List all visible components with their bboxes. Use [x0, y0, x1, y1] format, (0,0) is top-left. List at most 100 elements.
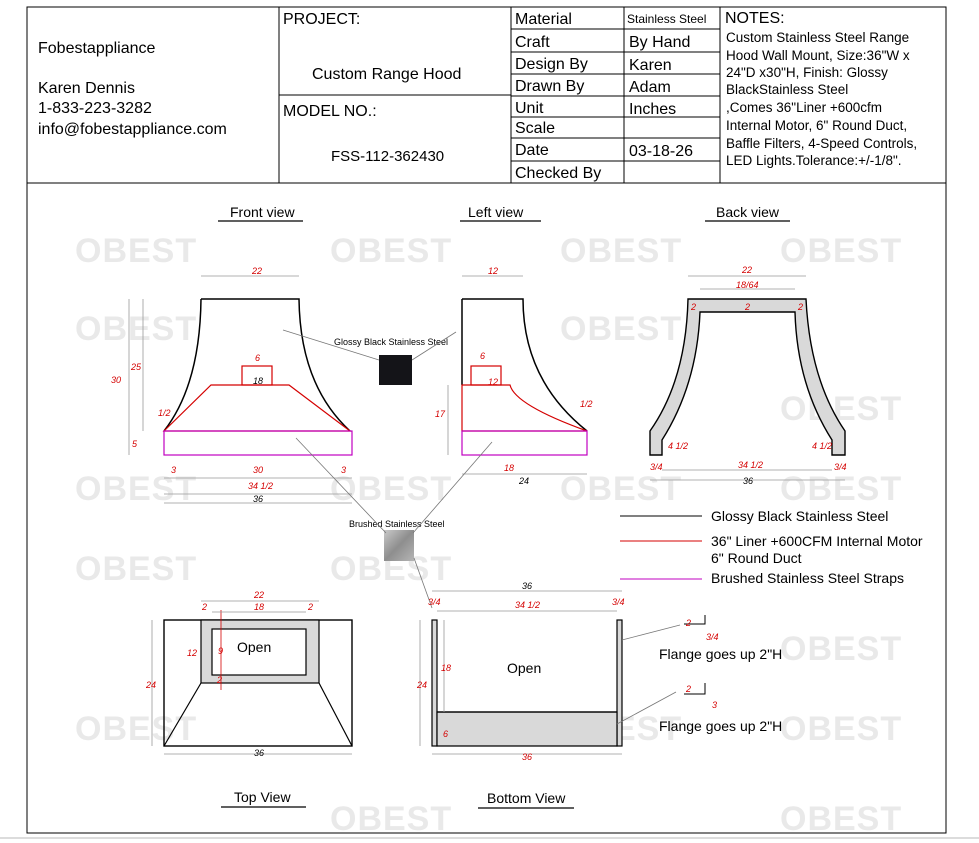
contact-phone: 1-833-223-3282: [38, 100, 152, 117]
bottom-panel: [436, 711, 618, 747]
notes-line: LED Lights.Tolerance:+/-1/8".: [726, 153, 902, 168]
dim-label: 3/4: [650, 462, 663, 472]
left-duct: [470, 365, 502, 386]
dim-label: 3/4: [612, 597, 625, 607]
bottom-left-flange: [431, 619, 438, 747]
company-name: Fobestappliance: [38, 40, 156, 57]
dim-label: 3/4: [706, 632, 719, 642]
front-hood-right-curve: [201, 298, 351, 432]
legend-label: Brushed Stainless Steel Straps: [711, 570, 904, 586]
watermark-text: OBEST: [75, 310, 197, 348]
dim-label: 25: [130, 362, 142, 372]
back-view-title: Back view: [716, 204, 780, 220]
front-duct: [241, 365, 273, 386]
dim-label: 2: [744, 302, 750, 312]
notes-line: Baffle Filters, 4-Speed Controls,: [726, 136, 917, 151]
dim-label: 36: [522, 752, 532, 762]
top-view-title: Top View: [234, 789, 291, 805]
dim-label: 2: [216, 675, 222, 685]
notes-line: Hood Wall Mount, Size:36"W x: [726, 48, 910, 63]
dim-label: 18: [441, 663, 451, 673]
dim-label: 2: [307, 602, 313, 612]
glossy-swatch: [379, 355, 412, 385]
callouts: Glossy Black Stainless Steel Brushed Sta…: [282, 329, 493, 609]
dim-label: 6: [443, 729, 448, 739]
row-label-material: Material: [515, 11, 572, 28]
dim-label: 34 1/2: [738, 460, 763, 470]
watermark-text: OBEST: [780, 232, 902, 270]
leader-line: [413, 557, 433, 609]
dim-label: 9: [218, 646, 223, 656]
dim-label: 22: [741, 265, 752, 275]
front-strap: [163, 430, 353, 456]
notes-label: NOTES:: [725, 10, 785, 27]
dim-label: 2: [690, 302, 696, 312]
row-label-date: Date: [515, 142, 549, 159]
bottom-view-title: Bottom View: [487, 790, 566, 806]
bottom-right-flange: [616, 619, 623, 747]
dim-label: 30: [253, 465, 263, 475]
legend: Glossy Black Stainless Steel 36" Liner +…: [620, 508, 923, 586]
dim-label: 24: [416, 680, 427, 690]
dim-label: 12: [488, 266, 498, 276]
leader-line: [295, 437, 387, 534]
back-hood-shell: [649, 298, 846, 456]
brushed-swatch: [384, 530, 414, 561]
dim-label: 3/4: [428, 597, 441, 607]
row-label-unit: Unit: [515, 100, 544, 117]
notes-line: Custom Stainless Steel Range: [726, 30, 909, 45]
top-open-label: Open: [237, 639, 271, 655]
row-value-date: 03-18-26: [629, 143, 693, 160]
bottom-view: Open 36 3/4 34 1/2 3/4 18 24 6 36 2 3/4 …: [416, 581, 782, 762]
model-label: MODEL NO.:: [283, 103, 377, 120]
leader-line: [411, 331, 457, 361]
row-value-design-by: Karen: [629, 57, 672, 74]
dim-label: 2: [685, 618, 691, 628]
bottom-open-label: Open: [507, 660, 541, 676]
row-value-craft: By Hand: [629, 34, 690, 51]
dim-label: 1/2: [580, 399, 593, 409]
dim-label: 5: [132, 439, 138, 449]
watermark-text: OBEST: [780, 390, 902, 428]
flange-note-2: Flange goes up 2"H: [659, 718, 782, 734]
watermark-text: OBEST: [330, 232, 452, 270]
watermark-text: OBEST: [780, 800, 902, 838]
notes-line: Internal Motor, 6" Round Duct,: [726, 118, 907, 133]
top-edge: [163, 682, 202, 747]
dim-label: 18: [253, 376, 263, 386]
dim-label: 12: [488, 377, 498, 387]
watermark-text: OBEST: [75, 550, 197, 588]
row-label-checked-by: Checked By: [515, 165, 601, 182]
dim-label: 17: [435, 409, 446, 419]
project-name: Custom Range Hood: [312, 66, 461, 83]
dim-label: 4 1/2: [668, 441, 688, 451]
dim-label: 36: [743, 476, 753, 486]
brushed-callout-label: Brushed Stainless Steel: [349, 519, 445, 529]
dim-label: 18/64: [736, 280, 759, 290]
dim-label: 22: [253, 590, 264, 600]
dim-label: 2: [201, 602, 207, 612]
leader-line: [621, 624, 681, 641]
dim-label: 18: [504, 463, 514, 473]
dim-label: 4 1/2: [812, 441, 832, 451]
dim-label: 6: [480, 351, 485, 361]
left-hood-profile: [462, 298, 588, 432]
legend-label: Glossy Black Stainless Steel: [711, 508, 888, 524]
dim-label: 12: [187, 648, 197, 658]
row-label-drawn-by: Drawn By: [515, 78, 584, 95]
top-view: Open 22 18 2 2 12 9 2 24 36: [145, 590, 353, 758]
notes-line: ,Comes 36"Liner +600cfm: [726, 100, 882, 115]
watermark-text: OBEST: [560, 232, 682, 270]
dim-label: 24: [518, 476, 529, 486]
front-liner-outline: [162, 384, 352, 432]
watermark-text: OBEST: [780, 630, 902, 668]
flange-detail-2: [684, 683, 706, 695]
watermark-text: OBEST: [560, 470, 682, 508]
dim-label: 34 1/2: [515, 600, 540, 610]
dim-label: 2: [685, 684, 691, 694]
front-view-title: Front view: [230, 204, 295, 220]
contact-email: info@fobestappliance.com: [38, 121, 227, 138]
watermark-text: OBEST: [560, 310, 682, 348]
watermark-text: OBEST: [330, 800, 452, 838]
